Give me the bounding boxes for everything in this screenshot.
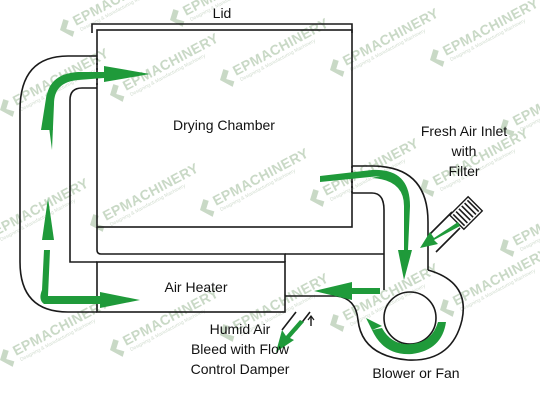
flow-arrow-humid-exit xyxy=(276,320,304,352)
labels: Lid Drying Chamber Fresh Air Inlet with … xyxy=(164,5,507,381)
damper-icon xyxy=(307,315,315,326)
label-air-heater: Air Heater xyxy=(164,279,227,295)
flow-arrow-into-chamber xyxy=(46,66,150,150)
label-humid-air-line1: Humid Air xyxy=(210,321,271,337)
flow-arrow-fresh-air xyxy=(420,222,460,248)
label-humid-air-line3: Control Damper xyxy=(191,361,290,377)
blower-hub xyxy=(383,291,437,345)
fresh-air-filter-icon xyxy=(427,195,484,253)
label-fresh-air-line2: with xyxy=(451,143,477,159)
return-duct-inner xyxy=(69,87,97,263)
label-fresh-air-line3: Filter xyxy=(448,163,479,179)
duct-outlines xyxy=(19,23,464,361)
blower-scroll xyxy=(285,269,464,361)
label-blower: Blower or Fan xyxy=(372,365,459,381)
svg-text:EPMACHINERY: EPMACHINERY xyxy=(440,0,540,59)
flow-arrow-up-left-lower xyxy=(40,250,140,308)
supply-duct-inner xyxy=(352,192,385,254)
svg-text:EPMACHINERY: EPMACHINERY xyxy=(340,4,442,68)
flow-arrow-blower-head xyxy=(366,318,382,330)
svg-text:EPMACHINERY: EPMACHINERY xyxy=(120,29,222,93)
lid-line xyxy=(91,23,353,33)
return-duct-outer xyxy=(19,55,97,313)
air-heater-box xyxy=(96,261,286,313)
svg-text:EPMACHINERY: EPMACHINERY xyxy=(210,144,312,208)
drying-chamber xyxy=(96,29,353,228)
flow-arrow-up-left-mid xyxy=(42,198,54,240)
flow-arrow-lower-duct xyxy=(314,282,380,300)
lower-duct-top xyxy=(96,227,286,262)
label-drying-chamber: Drying Chamber xyxy=(173,117,275,133)
flow-arrow-chamber-exit xyxy=(320,169,412,280)
label-humid-air-line2: Bleed with Flow xyxy=(191,341,290,357)
flow-arrow-blower-swirl xyxy=(372,322,446,355)
label-lid: Lid xyxy=(213,5,232,21)
label-fresh-air-line1: Fresh Air Inlet xyxy=(421,123,507,139)
svg-text:EPMACHINERY: EPMACHINERY xyxy=(100,159,202,223)
supply-duct-outer xyxy=(352,165,429,270)
airflow-arrows xyxy=(40,66,460,355)
flow-arrow-up-left-upper xyxy=(41,92,53,130)
